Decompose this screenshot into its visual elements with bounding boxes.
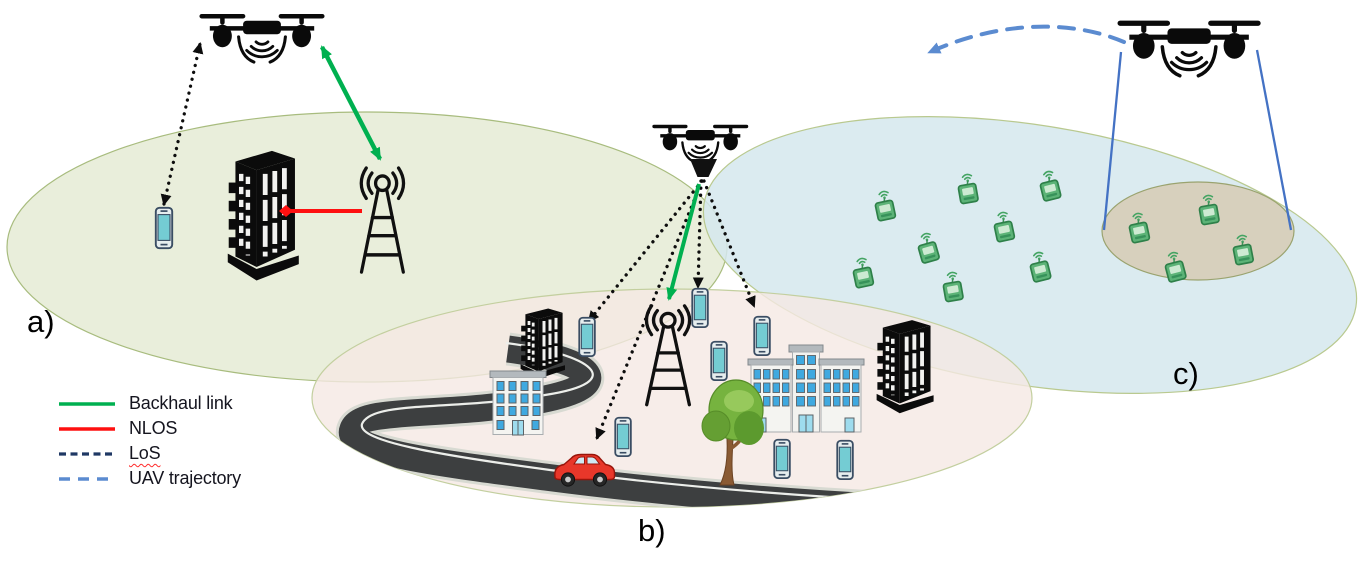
scene-label-c: c) — [1173, 356, 1199, 391]
legend-row-trajectory: UAV trajectory — [58, 466, 241, 491]
smartphone-a — [154, 206, 174, 250]
uav-trajectory-arrow — [927, 24, 1126, 54]
backhaul-line-swatch — [59, 401, 115, 406]
coverage-beam — [1102, 49, 1293, 231]
smartphone-b2 — [691, 287, 709, 329]
scene-label-b: b) — [638, 513, 666, 548]
legend-row-los: LoS — [58, 441, 241, 466]
black-building-b1 — [519, 307, 567, 381]
legend-row-nlos: NLOS — [58, 416, 241, 441]
backhaul-link-b — [666, 183, 701, 301]
backhaul-link-a — [320, 45, 382, 161]
legend-label-nlos: NLOS — [129, 418, 178, 438]
road-surface — [339, 335, 1021, 507]
legend-label-trajectory: UAV trajectory — [129, 468, 241, 488]
road-lane-line — [360, 341, 1021, 507]
los-link-b-4 — [702, 179, 756, 308]
los-link-b-1 — [587, 179, 704, 323]
scene-label-a: a) — [27, 304, 55, 339]
los-link-a — [160, 42, 204, 206]
road — [336, 332, 1021, 507]
smartphone-b3 — [753, 315, 771, 357]
uav-drone-a — [202, 16, 323, 62]
smartphone-b4 — [710, 340, 728, 382]
uav-drone-b — [652, 124, 749, 164]
los-line-swatch — [59, 451, 115, 456]
smartphone-b1 — [578, 316, 596, 358]
legend-label-backhaul: Backhaul link — [129, 393, 233, 413]
uav-drone-c — [1120, 23, 1258, 76]
smartphone-b7 — [836, 439, 854, 481]
smartphone-b5 — [614, 416, 632, 458]
nlos-line-swatch — [59, 426, 115, 431]
legend: Backhaul link NLOS LoS UAV trajectory — [58, 391, 241, 491]
legend-row-backhaul: Backhaul link — [58, 391, 241, 416]
los-links-b — [587, 179, 756, 440]
white-building-b1 — [489, 370, 547, 436]
office-building-a — [228, 151, 299, 281]
black-building-b2 — [874, 318, 936, 416]
uav-gimbal-b — [690, 159, 717, 177]
coverage-beam-right — [1255, 49, 1293, 231]
coverage-beam-left — [1102, 51, 1123, 231]
trajectory-line-swatch — [59, 476, 115, 481]
legend-label-los: LoS — [129, 443, 161, 463]
smartphone-b6 — [773, 438, 791, 480]
